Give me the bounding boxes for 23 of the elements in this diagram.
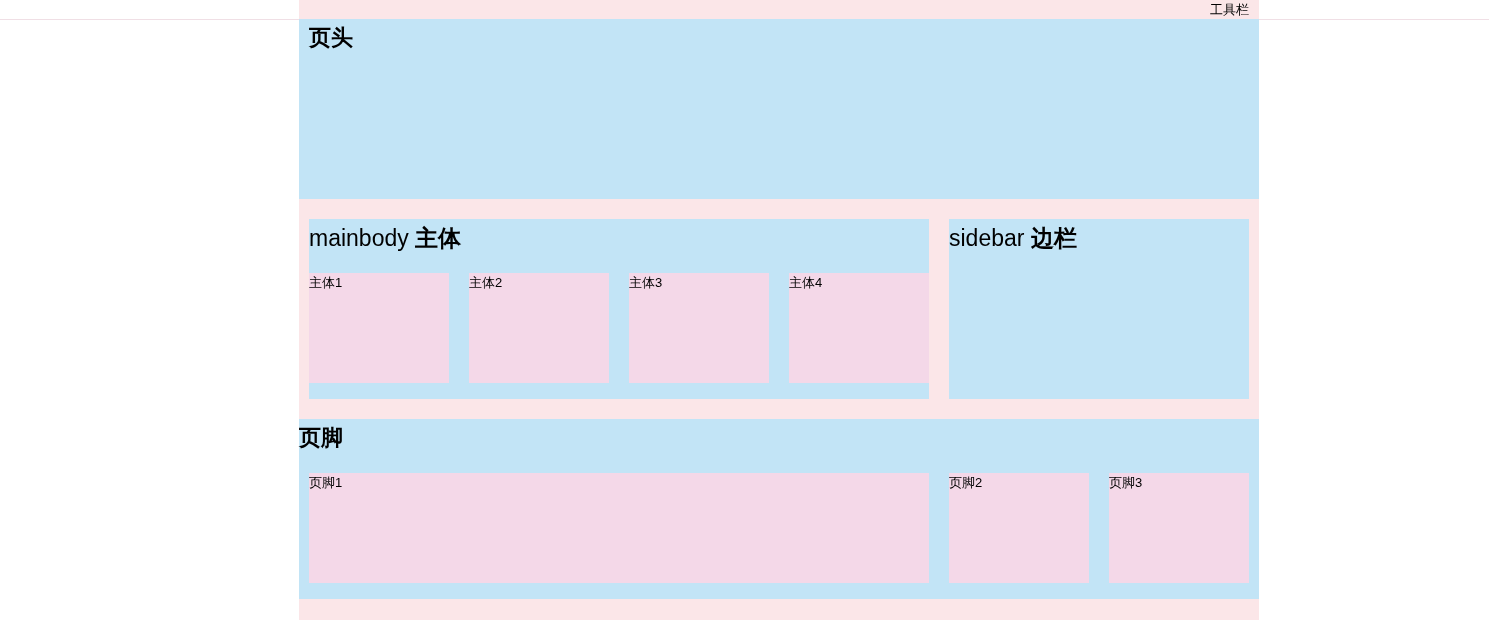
content-tile bbox=[309, 273, 449, 383]
tile-label: 主体2 bbox=[469, 275, 503, 291]
footer-tile bbox=[1109, 473, 1249, 583]
content-tile bbox=[789, 273, 929, 383]
main-panel bbox=[309, 219, 929, 399]
toolbar-label: 工具栏 bbox=[1210, 1, 1249, 18]
tile-label: 主体1 bbox=[309, 275, 343, 291]
heading: sidebar 边栏 bbox=[949, 225, 1077, 251]
heading: 页脚 bbox=[299, 425, 343, 451]
heading: mainbody 主体 bbox=[309, 225, 462, 251]
tile-label: 主体3 bbox=[629, 275, 663, 291]
tile-label: 主体4 bbox=[789, 275, 823, 291]
sidebar-panel bbox=[949, 219, 1249, 399]
content-tile bbox=[469, 273, 609, 383]
footer-tile bbox=[309, 473, 929, 583]
tile-label: 页脚1 bbox=[309, 475, 343, 491]
header-panel bbox=[299, 19, 1259, 199]
heading: 页头 bbox=[309, 25, 353, 51]
footer-panel bbox=[299, 419, 1259, 599]
tile-label: 页脚2 bbox=[949, 475, 983, 491]
content-tile bbox=[629, 273, 769, 383]
footer-tile bbox=[949, 473, 1089, 583]
tile-label: 页脚3 bbox=[1109, 475, 1143, 491]
